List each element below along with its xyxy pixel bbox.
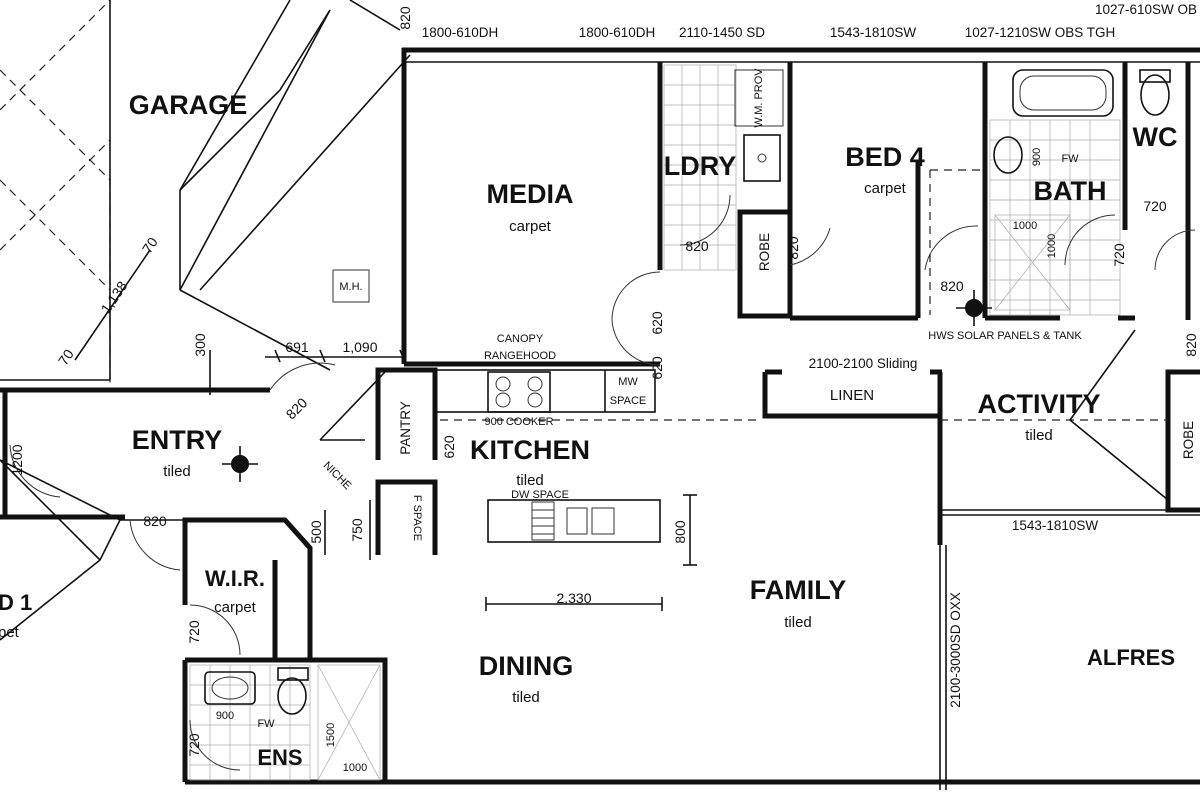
media-finish: carpet [509, 218, 552, 235]
hws-label: HWS SOLAR PANELS & TANK [928, 330, 1082, 342]
wm-prov-label: W.M. PROV [753, 68, 765, 128]
dim-500: 500 [308, 520, 324, 544]
dim-300: 300 [192, 333, 208, 357]
mw-space-label: SPACE [610, 395, 646, 407]
dim-70a: 70 [55, 346, 77, 368]
dim-820-right: 820 [1183, 333, 1199, 357]
room-bed1: D 1 [0, 590, 32, 615]
kitchen-finish: tiled [516, 472, 544, 489]
fw-ens-label: FW [257, 718, 275, 730]
kitchen-benches [434, 369, 661, 543]
entry-finish: tiled [163, 463, 191, 480]
room-bath: BATH [1034, 176, 1107, 206]
dim-900-ens: 900 [216, 710, 234, 722]
dim-820-robe: 820 [785, 236, 801, 260]
room-ens: ENS [257, 745, 302, 770]
room-kitchen: KITCHEN [470, 435, 590, 465]
dim-1500: 1500 [325, 723, 337, 747]
room-dining: DINING [479, 651, 574, 681]
dim-1000-ens: 1000 [343, 762, 367, 774]
dim-1090: 1,090 [342, 339, 377, 355]
window-label-4: 1543-1810SW [830, 25, 917, 40]
window-label-7: 1543-1810SW [1012, 518, 1099, 533]
dim-70b: 70 [139, 234, 161, 256]
dim-720-bath-a: 720 [1143, 198, 1167, 214]
canopy-label: CANOPY [497, 333, 544, 345]
dim-1000-bath: 1000 [1013, 220, 1037, 232]
tile-grids [189, 64, 1121, 781]
room-wir: W.I.R. [205, 566, 265, 591]
room-entry: ENTRY [132, 425, 223, 455]
room-alfresco: ALFRES [1087, 645, 1175, 670]
manhole-label: M.H. [339, 281, 362, 293]
dim-820-ldry: 820 [685, 238, 709, 254]
light-symbol-entry [222, 446, 258, 482]
garage-roof-lines [0, 0, 411, 641]
dim-800: 800 [672, 520, 688, 544]
dim-820-entry: 820 [283, 394, 311, 422]
dimension-lines [74, 169, 1169, 611]
dim-720-bath-b: 720 [1111, 243, 1127, 267]
family-finish: tiled [784, 614, 812, 631]
cooker-label: 900 COOKER [484, 416, 553, 428]
mw-label: MW [618, 376, 638, 388]
dim-620-pantry: 620 [441, 435, 457, 459]
room-activity: ACTIVITY [977, 389, 1100, 419]
robe-bed4-label: ROBE [757, 233, 772, 271]
bed1-finish: pet [0, 624, 20, 641]
f-space-label: F SPACE [411, 495, 423, 541]
window-label-6: 1027-610SW OB [1095, 2, 1197, 17]
pantry-label: PANTRY [398, 401, 413, 455]
dim-820-bed4: 820 [940, 278, 964, 294]
wir-finish: carpet [214, 599, 257, 616]
dim-691: 691 [285, 339, 309, 355]
room-family: FAMILY [750, 575, 847, 605]
bed4-finish: carpet [864, 180, 907, 197]
room-garage: GARAGE [129, 90, 248, 120]
fixtures [204, 69, 1171, 715]
dim-900-bath: 900 [1031, 148, 1043, 166]
rangehood-label: RANGEHOOD [484, 350, 556, 362]
window-label-2: 1800-610DH [579, 25, 656, 40]
niche-label: NICHE [321, 460, 354, 493]
dim-720-ens: 720 [186, 733, 202, 757]
window-label-1: 1800-610DH [422, 25, 499, 40]
dw-space-label: DW SPACE [511, 489, 569, 501]
dim-1200: 1200 [9, 444, 25, 475]
walls [0, 47, 1200, 790]
sliding-door-label: 2100-2100 Sliding [809, 356, 918, 371]
dim-2330: 2,330 [556, 590, 591, 606]
dim-620-media-1: 620 [649, 311, 665, 335]
linen-label: LINEN [830, 387, 874, 404]
dim-820-bed1: 820 [143, 513, 167, 529]
light-symbol-hws [956, 290, 992, 326]
window-label-3: 2110-1450 SD [679, 25, 765, 40]
activity-finish: tiled [1025, 427, 1053, 444]
room-wc: WC [1133, 122, 1178, 152]
room-bed4: BED 4 [845, 142, 925, 172]
dim-720-wir: 720 [186, 620, 202, 644]
door-swings [9, 194, 1196, 771]
room-ldry: LDRY [664, 151, 737, 181]
stacking-door-label: 2100-3000SD OXX [948, 592, 963, 708]
fw-bath-label: FW [1061, 153, 1079, 165]
room-media: MEDIA [487, 179, 574, 209]
robe-right-label: ROBE [1181, 421, 1196, 459]
dim-820-top: 820 [397, 6, 413, 30]
window-label-5: 1027-1210SW OBS TGH [965, 25, 1116, 40]
dim-620-media-2: 620 [649, 356, 665, 380]
dim-750: 750 [349, 518, 365, 542]
dim-1000-bath-v: 1000 [1046, 234, 1058, 258]
dim-1138: 1,138 [97, 278, 130, 316]
dining-finish: tiled [512, 689, 540, 706]
